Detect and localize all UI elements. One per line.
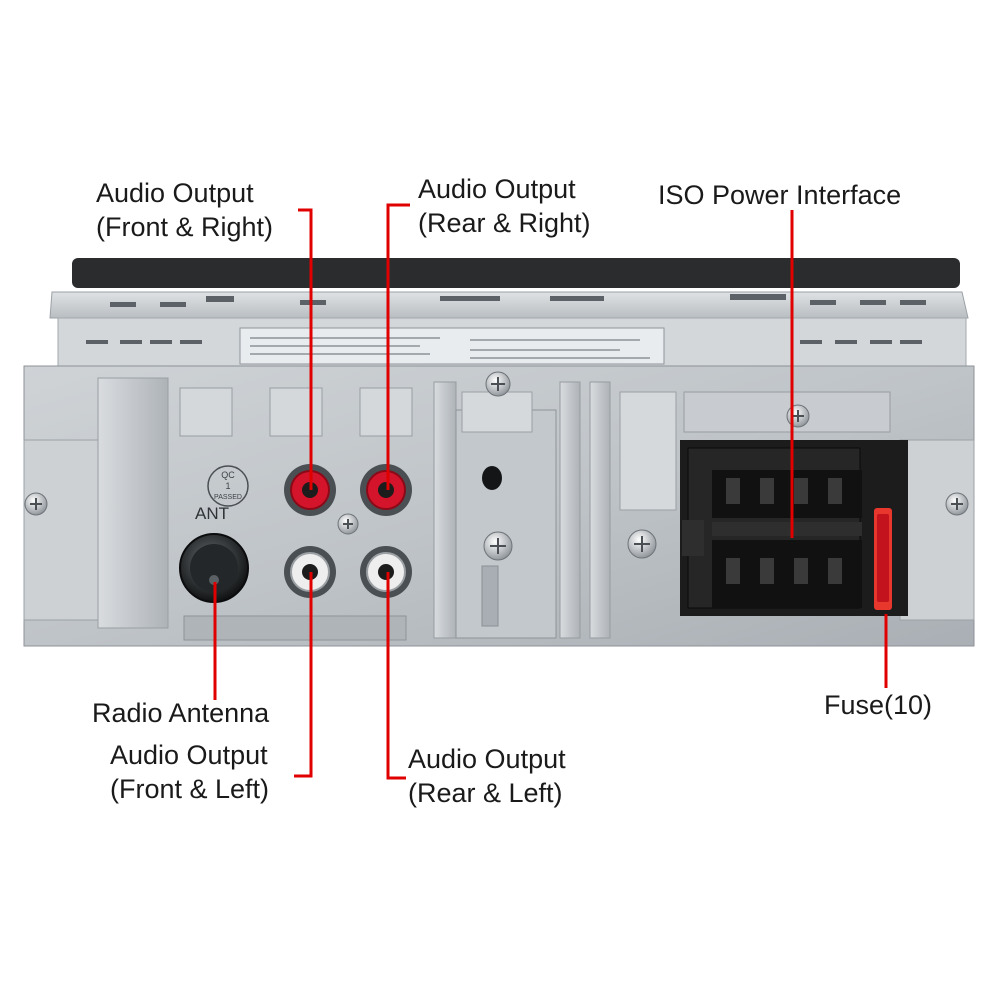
label-fuse: Fuse(10) — [824, 690, 933, 720]
spec-sticker — [239, 327, 665, 365]
svg-text:QC: QC — [221, 470, 235, 480]
rca-jack-rear-right — [360, 464, 412, 516]
label-audio-front-left: Audio Output (Front & Left) — [110, 740, 270, 804]
rca-jack-rear-left — [360, 546, 412, 598]
leader-rear-left — [386, 572, 406, 780]
screw-rca-center — [337, 513, 359, 535]
svg-text:PASSED: PASSED — [214, 494, 242, 501]
leader-front-right — [298, 208, 313, 490]
svg-text:1: 1 — [225, 481, 230, 491]
screw-right — [945, 492, 969, 516]
screw-center — [483, 531, 513, 561]
fuse — [866, 502, 898, 614]
leader-front-left — [294, 572, 313, 778]
screw-right-mid — [627, 529, 657, 559]
label-audio-rear-right: Audio Output (Rear & Right) — [418, 174, 591, 238]
label-audio-rear-left: Audio Output (Rear & Left) — [408, 744, 566, 808]
label-radio-antenna: Radio Antenna — [92, 698, 270, 728]
qc-passed-stamp: QC 1 PASSED — [207, 465, 249, 507]
screw-left — [24, 492, 48, 516]
label-audio-front-right: Audio Output (Front & Right) — [96, 178, 274, 242]
label-iso-power-interface: ISO Power Interface — [658, 180, 902, 210]
leader-rear-right — [386, 203, 410, 490]
screw-top-center — [485, 371, 511, 397]
ant-label: ANT — [195, 504, 229, 523]
chassis-top — [49, 258, 969, 367]
screws — [24, 371, 969, 561]
leader-lines — [213, 203, 888, 780]
screw-iso-top — [786, 404, 810, 428]
